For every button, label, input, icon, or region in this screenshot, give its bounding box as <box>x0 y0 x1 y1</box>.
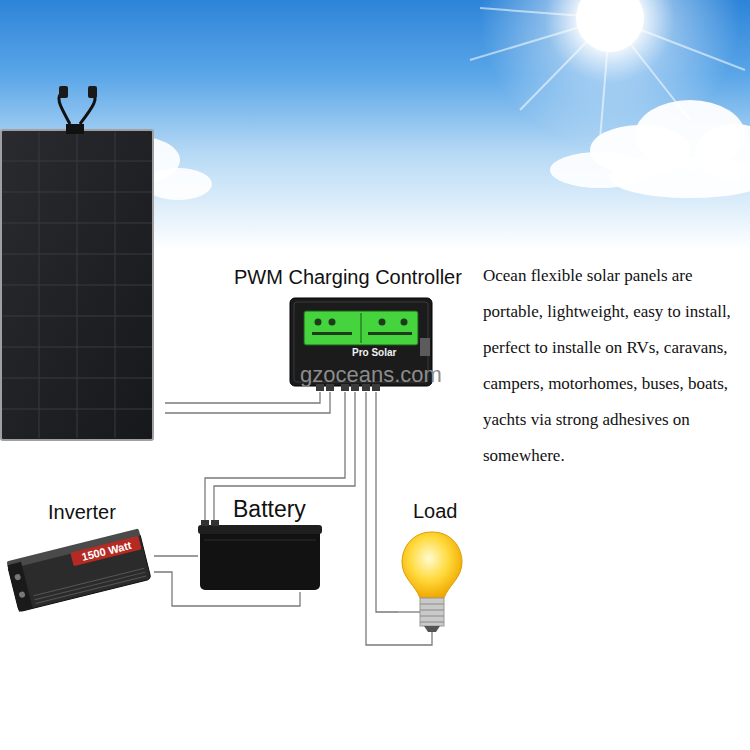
solar-panel-part <box>2 161 152 162</box>
light-bulb-part <box>420 616 444 617</box>
wire-connector <box>154 572 300 606</box>
charge-controller-part <box>401 319 408 326</box>
solar-panel-part <box>2 409 152 410</box>
load-box: Load <box>398 495 466 636</box>
light-bulb-part <box>420 604 444 605</box>
light-bulb <box>398 532 462 636</box>
sun-part <box>576 0 644 52</box>
component-heading: Battery <box>233 496 306 522</box>
solar-panel-part <box>59 86 68 98</box>
cloud-part <box>610 158 750 198</box>
panel-wire-part <box>165 392 330 413</box>
charge-controller-part <box>315 319 322 326</box>
charge-controller-part <box>329 319 336 326</box>
solar-panel-part <box>2 254 152 255</box>
solar-panel-part <box>66 124 84 134</box>
battery-box: Battery <box>198 490 322 592</box>
charge-controller-part <box>312 332 352 335</box>
solar-panel-part <box>1 130 153 440</box>
battery-part <box>213 490 214 520</box>
solar-panel-part <box>2 347 152 348</box>
inverter-part <box>35 572 146 600</box>
battery-part <box>200 527 320 590</box>
description-note: Ocean flexible solar panels are portable… <box>483 258 745 474</box>
solar-panel-part <box>2 192 152 193</box>
inverter-part <box>14 574 21 581</box>
charge-controller-part <box>379 319 386 326</box>
solar-panel-part <box>2 132 152 438</box>
solar-panel-part <box>2 378 152 379</box>
solar-panel <box>1 86 153 440</box>
cloud-part <box>144 168 212 200</box>
light-bulb-part <box>420 610 444 611</box>
inverter <box>7 528 152 611</box>
wire-connector <box>376 392 398 612</box>
battery-part <box>211 520 219 526</box>
panel-wire <box>165 392 330 413</box>
inverter-part <box>18 591 25 598</box>
battery-part <box>204 540 316 541</box>
battery-part <box>198 525 322 534</box>
solar-panel-part <box>2 316 152 317</box>
wire-connector <box>205 392 345 490</box>
battery-part <box>204 490 205 520</box>
charge-controller-part <box>368 332 412 335</box>
inverter-part <box>34 568 147 603</box>
panel-wire-part <box>165 392 320 403</box>
light-bulb-part <box>398 611 420 612</box>
light-bulb-part <box>424 626 440 632</box>
light-bulb-part <box>431 632 432 636</box>
inverter-part <box>7 562 32 612</box>
solar-panel-part <box>2 223 152 224</box>
solar-panel-part <box>88 86 97 98</box>
inverter-part <box>70 536 141 567</box>
inverter-box: Inverter 1500 Watt <box>8 496 154 620</box>
light-bulb-part <box>420 598 444 626</box>
battery-part <box>201 520 209 526</box>
light-bulb-part <box>402 532 462 598</box>
brand-mark: Pro Solar <box>352 347 396 359</box>
solar-panel-part <box>2 285 152 286</box>
wire-connector <box>214 392 355 490</box>
inverter-part <box>36 576 147 604</box>
watermark: gzoceans.com <box>300 362 442 388</box>
inverter-part <box>34 568 145 596</box>
charge-controller-part <box>420 338 430 356</box>
charge-controller-part <box>361 313 362 343</box>
power-rating: 1500 Watt <box>80 538 133 564</box>
component-heading: Inverter <box>48 500 116 524</box>
component-heading: Load <box>413 499 458 523</box>
light-bulb-part <box>420 622 444 623</box>
light-bulb-part <box>420 604 444 622</box>
charge-controller-part <box>304 311 418 345</box>
component-heading: PWM Charging Controller <box>234 265 462 289</box>
battery <box>198 490 322 590</box>
wire-connector <box>154 555 198 556</box>
